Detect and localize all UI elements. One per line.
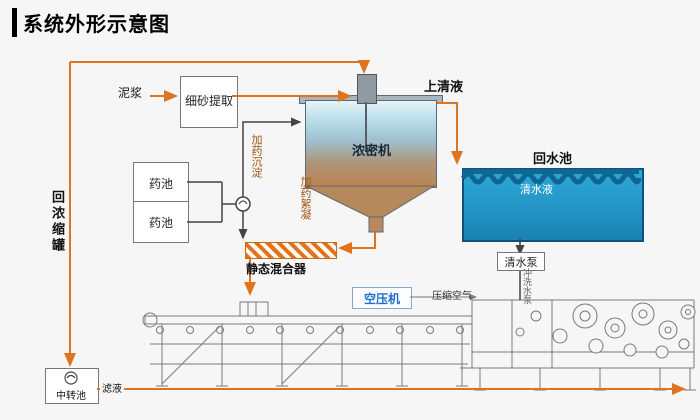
transfer-pool-label: 中转池 — [56, 391, 86, 402]
transfer-pump-symbol — [64, 371, 78, 385]
thickener-tank — [305, 100, 437, 188]
return-water-pool-label: 回水池 — [533, 151, 573, 166]
thickener-label: 浓密机 — [352, 143, 392, 158]
compressed-air-label: 压缩空气 — [432, 291, 472, 302]
clear-water-pump-box: 清水泵 — [497, 252, 545, 271]
chemical-pool-2-label: 药池 — [148, 215, 173, 230]
clear-water-pump-label: 清水泵 — [504, 256, 538, 269]
pool-wave-band — [460, 169, 642, 185]
static-mixer-label: 静态混合器 — [246, 262, 307, 276]
clear-water-label: 清水液 — [520, 184, 553, 196]
dosing-sedimentation-label: 加药沉淀 — [250, 134, 262, 178]
chemical-pool-box-2: 药池 — [133, 201, 189, 243]
supernatant-label: 上清液 — [424, 79, 464, 94]
dosing-lines — [187, 117, 302, 240]
slurry-flow-lines — [64, 60, 686, 395]
filtrate-label: 滤液 — [100, 380, 124, 395]
thickener-funnel — [305, 102, 436, 233]
flush-pump-label: 冲洗水泵 — [522, 268, 532, 304]
belt-filter-press-drawing — [142, 299, 696, 391]
mud-label: 泥浆 — [118, 86, 143, 100]
air-compressor-box: 空压机 — [352, 287, 412, 309]
page-title: 系统外形示意图 — [12, 8, 170, 37]
dosing-flocculation-label: 加药絮凝 — [299, 176, 311, 220]
chemical-pool-1-label: 药池 — [148, 176, 173, 191]
return-thickening-tank-label: 回浓缩罐 — [50, 190, 65, 254]
fine-sand-extractor-box: 细砂提取 — [180, 76, 238, 128]
fine-sand-extractor-label: 细砂提取 — [184, 94, 233, 109]
air-compressor-label: 空压机 — [363, 291, 400, 306]
static-mixer-bar — [245, 242, 337, 259]
